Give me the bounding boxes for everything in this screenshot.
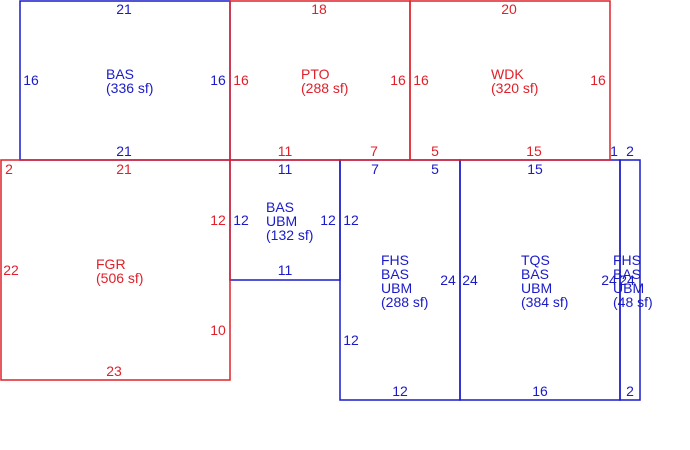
- area-label-tqs: TQS BAS UBM (384 sf): [521, 252, 568, 310]
- area-label-line: FHS: [381, 252, 409, 268]
- area-label-line: (384 sf): [521, 294, 568, 310]
- dim-fhs-1-left-a: 12: [343, 212, 359, 228]
- area-label-line: UBM: [381, 280, 412, 296]
- dim-fgr-left: 22: [3, 262, 19, 278]
- area-label-line: (288 sf): [301, 80, 348, 96]
- area-label-bas-ubm: BAS UBM (132 sf): [266, 199, 313, 243]
- area-label-line: (336 sf): [106, 80, 153, 96]
- dim-fhs-2-bottom: 2: [626, 383, 634, 399]
- dim-pto-left: 16: [233, 72, 249, 88]
- dim-wdk-bottom-a: 5: [431, 143, 439, 159]
- area-label-fgr: FGR (506 sf): [96, 256, 143, 286]
- area-label-line: (288 sf): [381, 294, 428, 310]
- dim-wdk-bottom-b: 15: [526, 143, 542, 159]
- area-label-line: PTO: [301, 66, 330, 82]
- dim-tqs-left: 24: [462, 272, 478, 288]
- dim-bas-ubm-left: 12: [233, 212, 249, 228]
- area-label-line: UBM: [266, 213, 297, 229]
- dim-bas-ubm-right: 12: [320, 212, 336, 228]
- dim-fgr-right-b: 10: [210, 322, 226, 338]
- dim-tqs-right: 24: [601, 272, 617, 288]
- dim-wdk-left: 16: [413, 72, 429, 88]
- outline-fhs-2: [619, 159, 641, 401]
- dim-fhs-2-left: 24: [619, 272, 635, 288]
- dim-fgr-top-b: 21: [116, 161, 132, 177]
- dim-bas-ubm-top: 11: [278, 161, 293, 177]
- area-label-line: FGR: [96, 256, 126, 272]
- area-label-bas-top: BAS (336 sf): [106, 66, 153, 96]
- dim-bas-top-top: 21: [116, 1, 132, 17]
- area-label-line: UBM: [613, 280, 644, 296]
- dim-fhs-2-top: 2: [626, 143, 634, 159]
- area-label-fhs-2: FHS BAS UBM (48 sf): [613, 252, 653, 310]
- dim-wdk-bottom-c: 1: [610, 143, 618, 159]
- area-label-line: WDK: [491, 66, 524, 82]
- dim-fhs-1-top-a: 7: [371, 161, 379, 177]
- dim-fhs-1-right: 24: [440, 272, 456, 288]
- area-label-line: BAS: [266, 199, 294, 215]
- area-label-line: (320 sf): [491, 80, 538, 96]
- outline-fgr: [0, 159, 231, 381]
- dim-fgr-right-a: 12: [210, 212, 226, 228]
- dim-bas-top-bottom: 21: [116, 143, 132, 159]
- dim-bas-top-right: 16: [210, 72, 226, 88]
- area-label-line: BAS: [381, 266, 409, 282]
- dim-tqs-top: 15: [527, 161, 543, 177]
- dim-pto-bottom-b: 7: [370, 143, 378, 159]
- area-label-wdk: WDK (320 sf): [491, 66, 538, 96]
- area-label-line: UBM: [521, 280, 552, 296]
- dim-pto-bottom-a: 11: [278, 143, 293, 159]
- dim-fgr-bottom: 23: [106, 363, 122, 379]
- outline-wdk: [409, 0, 611, 161]
- dim-fhs-1-bottom: 12: [392, 383, 408, 399]
- area-label-line: BAS: [613, 266, 641, 282]
- dim-pto-top: 18: [311, 1, 327, 17]
- dim-fhs-1-top-b: 5: [431, 161, 439, 177]
- outlines: [0, 0, 641, 401]
- area-label-pto: PTO (288 sf): [301, 66, 348, 96]
- dim-tqs-bottom: 16: [532, 383, 548, 399]
- area-label-line: BAS: [106, 66, 134, 82]
- area-label-line: (132 sf): [266, 227, 313, 243]
- area-label-fhs-1: FHS BAS UBM (288 sf): [381, 252, 428, 310]
- dim-wdk-right: 16: [590, 72, 606, 88]
- area-label-line: FHS: [613, 252, 641, 268]
- dim-fhs-1-left-b: 12: [343, 332, 359, 348]
- area-label-line: (506 sf): [96, 270, 143, 286]
- area-labels: BAS (336 sf) PTO (288 sf) WDK (320 sf) F…: [96, 66, 653, 310]
- dim-fgr-top-a: 2: [5, 161, 13, 177]
- dimension-labels: 21 16 16 21 18 16 16 11 7 20 16 16 5 15 …: [3, 1, 635, 399]
- dim-pto-right: 16: [390, 72, 406, 88]
- dim-bas-ubm-bottom: 11: [278, 262, 293, 278]
- area-label-line: BAS: [521, 266, 549, 282]
- area-label-line: TQS: [521, 252, 550, 268]
- area-label-line: (48 sf): [613, 294, 653, 310]
- dim-bas-top-left: 16: [23, 72, 39, 88]
- dim-wdk-top: 20: [501, 1, 517, 17]
